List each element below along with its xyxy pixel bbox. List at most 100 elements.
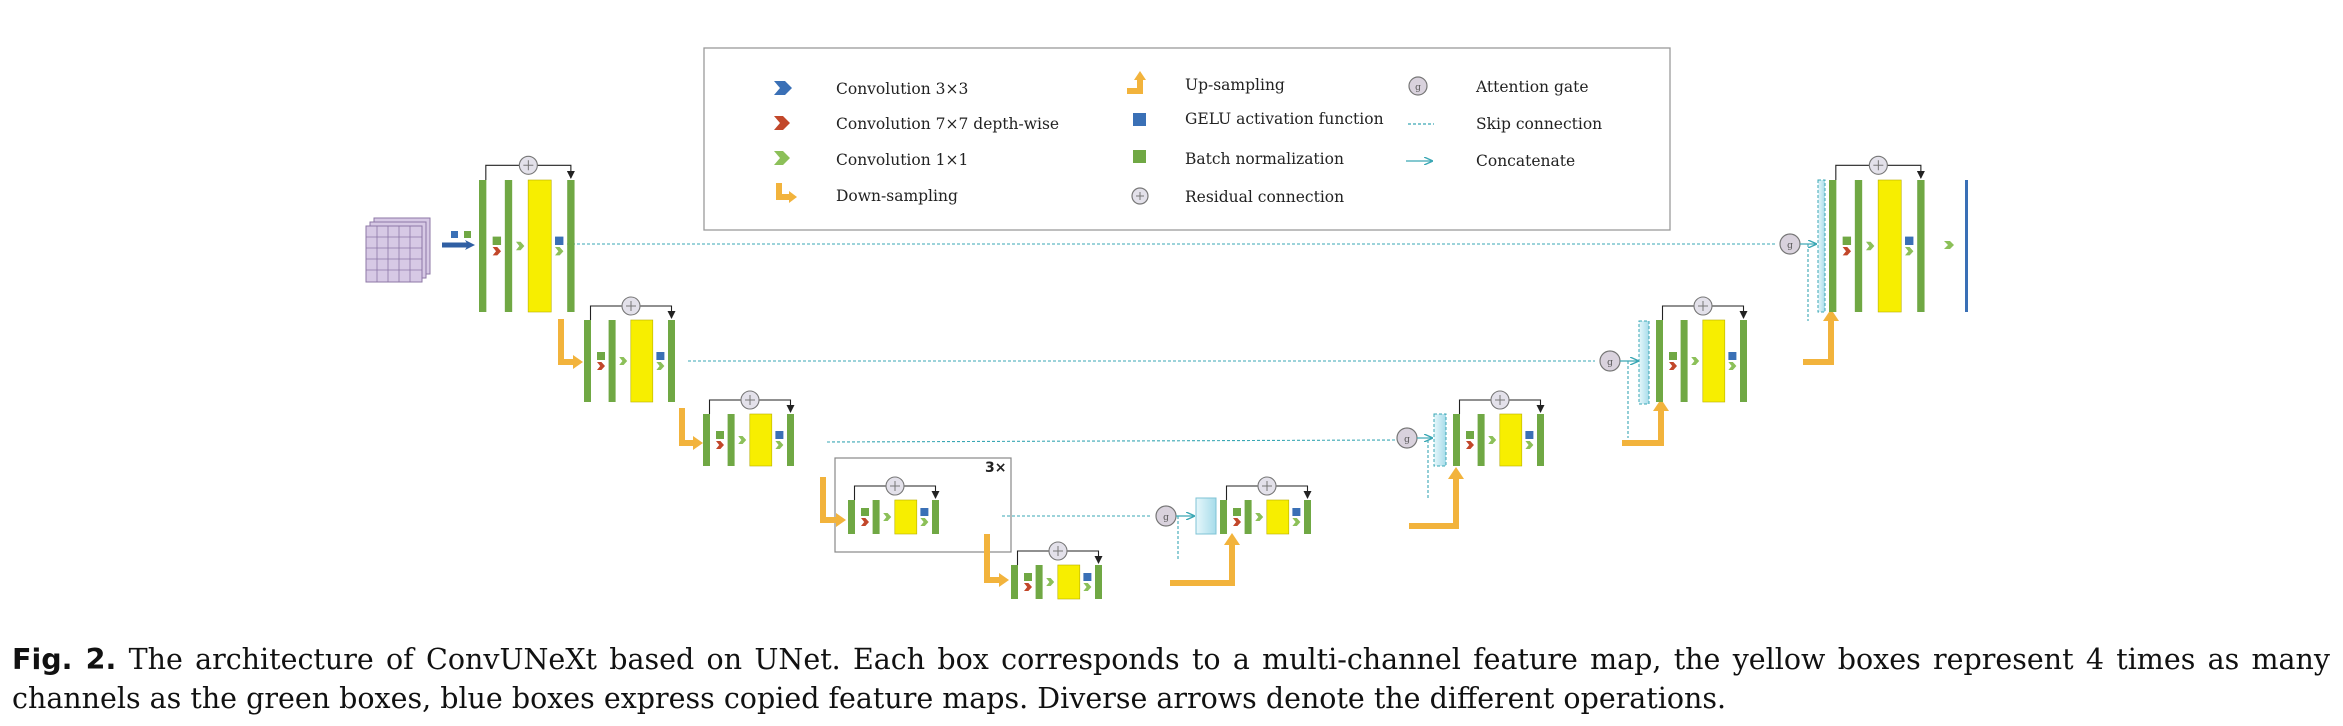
encoder-block-1 — [479, 155, 575, 313]
conv7x7-depthwise-icon — [716, 441, 724, 449]
residual-line — [1835, 164, 1870, 180]
legend-label-conv1x1: Convolution 1×1 — [836, 151, 968, 169]
feature-map-green — [504, 180, 513, 312]
caption-label: Fig. 2. — [12, 643, 117, 676]
legend-item-gelu: GELU activation function — [1133, 110, 1384, 128]
output-conv1x1-icon — [1944, 241, 1954, 249]
legend-label-attention: Attention gate — [1475, 78, 1589, 96]
feature-map-green — [1244, 500, 1252, 534]
legend-label-concat: Concatenate — [1476, 152, 1575, 170]
upsampling-arrow-icon — [1127, 79, 1143, 94]
downsampling-arrow-icon — [776, 183, 790, 200]
legend-item-upsampling: Up-sampling — [1127, 71, 1285, 94]
attention-gate-icon — [1408, 76, 1428, 96]
attention-gate-level1: g — [1779, 233, 1801, 255]
gelu-icon — [775, 431, 784, 439]
residual-line — [904, 485, 940, 499]
feature-map-green — [1537, 414, 1544, 466]
conv1x1-icon — [1488, 436, 1497, 444]
feature-map-green — [1095, 565, 1102, 599]
conv1x1-icon — [883, 513, 892, 521]
legend: Convolution 3×3 Convolution 7×7 depth-wi… — [774, 71, 1602, 206]
feature-map-green — [1656, 320, 1663, 402]
conv1x1-icon — [1083, 583, 1092, 591]
legend-label-batchnorm: Batch normalization — [1185, 150, 1344, 168]
residual-line — [1509, 399, 1545, 413]
conv1x1-icon — [920, 518, 929, 526]
downsampling-arrow-2 — [679, 408, 694, 446]
conv1x1-icon — [774, 151, 790, 165]
conv7x7-depthwise-icon — [861, 518, 869, 526]
gelu-icon — [1525, 431, 1534, 439]
gelu-icon — [920, 508, 929, 516]
encoder-block-3 — [703, 390, 795, 467]
svg-text:g: g — [1163, 513, 1169, 523]
legend-item-batchnorm: Batch normalization — [1133, 150, 1344, 168]
feature-map-green — [787, 414, 794, 466]
sampling-arrowheads — [573, 309, 1839, 587]
svg-text:g: g — [1404, 435, 1410, 445]
feature-map-green — [668, 320, 675, 402]
legend-label-downsampling: Down-sampling — [836, 187, 958, 205]
residual-line — [537, 164, 575, 179]
conv1x1-icon — [1255, 513, 1264, 521]
repeat-label: 3× — [985, 460, 1006, 476]
legend-item-concat: Concatenate — [1406, 152, 1575, 170]
residual-line — [589, 305, 622, 320]
attention-gate-level3: g — [1396, 427, 1418, 449]
feature-map-green — [703, 414, 710, 466]
copied-box-level3 — [1433, 413, 1447, 467]
gelu-icon — [1728, 352, 1737, 360]
legend-label-skip: Skip connection — [1476, 115, 1602, 133]
sampling-arrows — [558, 319, 1834, 586]
batchnorm-icon — [716, 431, 724, 439]
gelu-icon — [1292, 508, 1301, 516]
feature-map-green — [567, 180, 575, 312]
residual-plus-glyph — [626, 301, 636, 311]
skip-connection-level3 — [826, 439, 1396, 443]
batchnorm-icon — [597, 352, 605, 360]
svg-text:g: g — [1787, 241, 1793, 251]
conv7x7-icon — [774, 116, 790, 130]
conv1x1-icon — [1046, 578, 1055, 586]
residual-line — [1276, 485, 1312, 499]
residual-line — [759, 399, 795, 413]
feature-map-yellow — [1057, 564, 1081, 600]
feature-map-yellow — [1702, 319, 1726, 403]
downsampling-arrow-4 — [984, 534, 1000, 583]
residual-line — [1067, 550, 1103, 564]
upsampling-arrow-2 — [1622, 410, 1664, 446]
conv1x1-icon — [656, 362, 665, 370]
gelu-icon — [1083, 573, 1092, 581]
conv7x7-depthwise-icon — [1842, 247, 1852, 256]
legend-item-skip: Skip connection — [1408, 115, 1602, 133]
feature-map-green — [1453, 414, 1460, 466]
batchnorm-icon — [1233, 508, 1241, 516]
skip-connections — [567, 243, 1809, 559]
conv1x1-icon — [1865, 241, 1875, 251]
decoder-block-4 — [1220, 476, 1312, 535]
legend-item-residual: Residual connection — [1131, 187, 1344, 206]
conv7x7-depthwise-icon — [1024, 583, 1032, 591]
legend-label-residual: Residual connection — [1185, 188, 1344, 206]
output-head — [1944, 180, 1968, 312]
residual-plus-glyph — [1495, 395, 1505, 405]
legend-item-attention: g Attention gate — [1408, 76, 1589, 96]
conv7x7-depthwise-icon — [1233, 518, 1241, 526]
gelu-icon — [1905, 236, 1914, 245]
residual-line — [640, 305, 676, 319]
feature-map-green — [479, 180, 487, 312]
downsampling-arrow-1 — [558, 319, 574, 365]
feature-map-green — [1829, 180, 1837, 312]
residual-line — [1225, 485, 1258, 500]
feature-map-green — [1035, 565, 1043, 599]
batchnorm-icon — [1466, 431, 1474, 439]
gelu-square-icon — [1133, 113, 1146, 126]
input-image-stack — [365, 217, 431, 283]
legend-item-downsampling: Down-sampling — [776, 183, 958, 205]
conv7x7-depthwise-icon — [492, 247, 502, 256]
residual-line — [1458, 399, 1491, 414]
feature-map-green — [727, 414, 735, 466]
residual-line — [708, 399, 741, 414]
svg-text:g: g — [1607, 358, 1613, 368]
